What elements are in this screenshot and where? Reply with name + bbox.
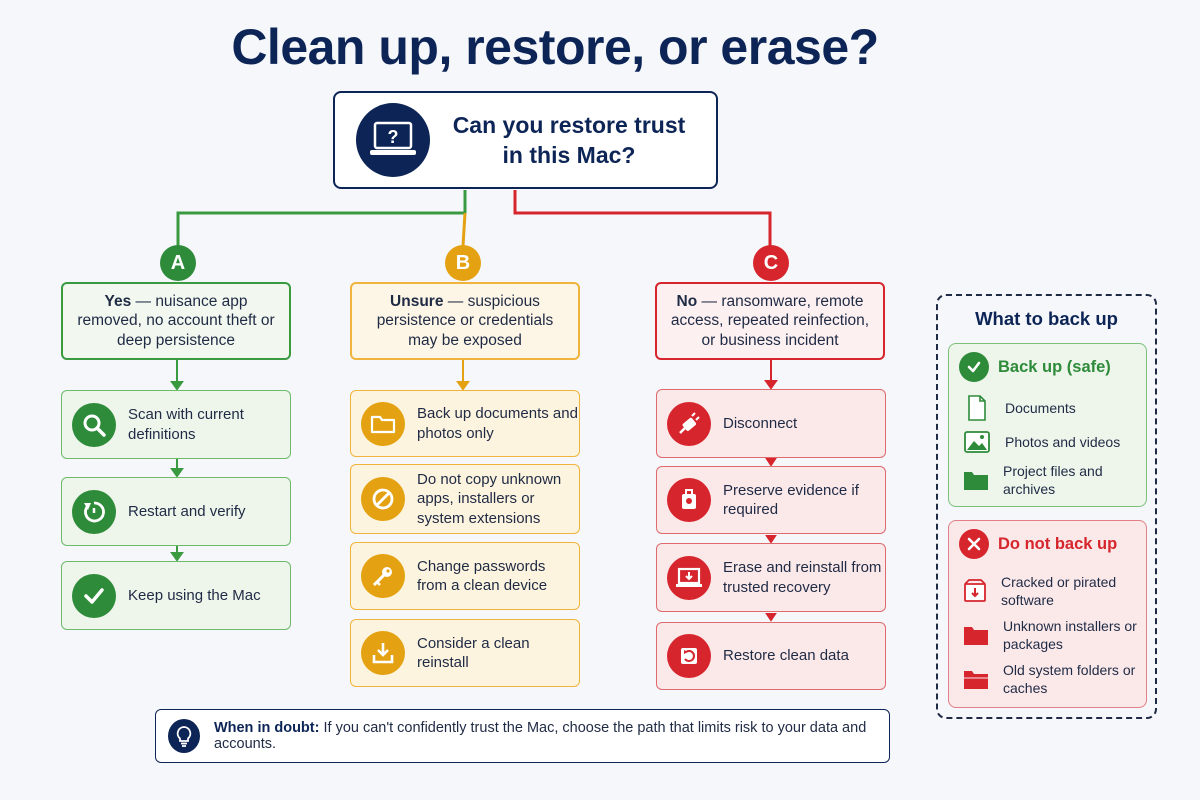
branch-a-condition: Yes — nuisance app removed, no account t… <box>61 282 291 360</box>
document-icon <box>963 394 991 422</box>
branch-b-answer: Unsure <box>390 292 444 310</box>
magnifier-icon <box>72 402 116 447</box>
step-a1-label: Scan with current definitions <box>128 406 244 443</box>
unsafe-item-system-folders: Old system folders or caches <box>963 661 1146 697</box>
unsafe-item-cracked-label: Cracked or pirated software <box>1001 574 1117 608</box>
download-tray-icon <box>361 631 405 675</box>
branch-c-condition: No — ransomware, remote access, repeated… <box>655 282 885 360</box>
safe-item-documents-label: Documents <box>1005 400 1076 416</box>
folder-icon <box>963 621 989 649</box>
branch-c-answer: No <box>676 292 698 310</box>
step-c1-label: Disconnect <box>723 414 798 432</box>
step-c4: Restore clean data <box>656 622 886 690</box>
backup-guide-panel: What to back up Back up (safe) Documents… <box>936 294 1157 719</box>
step-c2: Preserve evidence if required <box>656 466 886 534</box>
step-a2-label: Restart and verify <box>128 502 246 520</box>
unsafe-backup-title: Do not back up <box>998 534 1118 553</box>
laptop-download-icon <box>667 555 711 600</box>
step-b4-label: Consider a clean reinstall <box>417 634 530 672</box>
unsafe-item-cracked: Cracked or pirated software <box>963 573 1146 609</box>
unsafe-item-installers: Unknown installers or packages <box>963 617 1146 653</box>
branch-b-condition: Unsure — suspicious persistence or crede… <box>350 282 580 360</box>
safe-item-projects-label: Project files and archives <box>1003 463 1103 497</box>
step-b4: Consider a clean reinstall <box>350 619 580 687</box>
folder-icon <box>361 401 405 446</box>
step-b2: Do not copy unknown apps, installers or … <box>350 464 580 534</box>
branch-c-description: — ransomware, remote access, repeated re… <box>670 292 870 349</box>
step-b3: Change passwords from a clean device <box>350 542 580 610</box>
laptop-question-icon: ? <box>356 103 430 177</box>
restore-drive-icon <box>667 634 711 678</box>
backup-guide-title: What to back up <box>975 308 1118 329</box>
branch-c-marker: C <box>753 245 789 281</box>
check-circle-icon <box>959 352 989 382</box>
advice-note-lead: When in doubt: <box>213 720 320 736</box>
lightbulb-icon <box>168 719 200 753</box>
page-title: Clean up, restore, or erase? <box>231 19 879 75</box>
advice-note-text: If you can't confidently trust the Mac, … <box>213 720 867 752</box>
step-a2: Restart and verify <box>61 477 291 546</box>
safe-item-documents: Documents <box>963 394 1076 422</box>
step-b3-label: Change passwords from a clean device <box>417 557 548 595</box>
branch-a-description: — nuisance app removed, no account theft… <box>77 292 275 349</box>
folder-icon <box>963 665 989 693</box>
evidence-box-icon <box>667 478 711 522</box>
checkmark-icon <box>72 573 116 618</box>
branch-a-answer: Yes <box>104 292 132 310</box>
folder-icon <box>963 466 989 494</box>
step-c4-label: Restore clean data <box>723 647 849 665</box>
step-a3-label: Keep using the Mac <box>128 586 261 604</box>
safe-item-photos: Photos and videos <box>963 428 1120 456</box>
svg-text:?: ? <box>388 127 399 147</box>
root-question: Can you restore trust in this Mac? <box>452 112 686 168</box>
photo-icon <box>963 428 991 456</box>
branch-b-marker: B <box>445 245 481 281</box>
restart-icon <box>72 489 116 534</box>
safe-backup-title: Back up (safe) <box>998 357 1111 376</box>
x-circle-icon <box>959 529 989 559</box>
root-question-box: ? Can you restore trust in this Mac? <box>333 91 718 189</box>
step-a1: Scan with current definitions <box>61 390 291 459</box>
unsafe-item-installers-label: Unknown installers or packages <box>1003 618 1137 652</box>
safe-backup-heading: Back up (safe) <box>959 352 1111 382</box>
branch-a-marker: A <box>160 245 196 281</box>
advice-note: When in doubt: If you can't confidently … <box>155 709 890 763</box>
unsafe-backup-panel: Do not back up Cracked or pirated softwa… <box>948 520 1147 708</box>
step-b1: Back up documents and photos only <box>350 390 580 457</box>
step-a3: Keep using the Mac <box>61 561 291 630</box>
safe-backup-panel: Back up (safe) Documents Photos and vide… <box>948 343 1147 507</box>
package-icon <box>963 577 987 605</box>
unsafe-backup-heading: Do not back up <box>959 529 1117 559</box>
key-icon <box>361 554 405 598</box>
step-c3-label: Erase and reinstall from trusted recover… <box>723 559 882 596</box>
step-c1: Disconnect <box>656 389 886 458</box>
branch-b-description: — suspicious persistence or credentials … <box>376 292 554 349</box>
unplug-icon <box>667 401 711 446</box>
step-c3: Erase and reinstall from trusted recover… <box>656 543 886 612</box>
prohibited-icon <box>361 477 405 521</box>
step-c2-label: Preserve evidence if required <box>723 481 859 519</box>
step-b1-label: Back up documents and photos only <box>417 405 578 442</box>
safe-item-photos-label: Photos and videos <box>1005 434 1121 450</box>
step-b2-label: Do not copy unknown apps, installers or … <box>417 470 562 527</box>
safe-item-projects: Project files and archives <box>963 462 1146 498</box>
unsafe-item-system-folders-label: Old system folders or caches <box>1003 662 1136 696</box>
